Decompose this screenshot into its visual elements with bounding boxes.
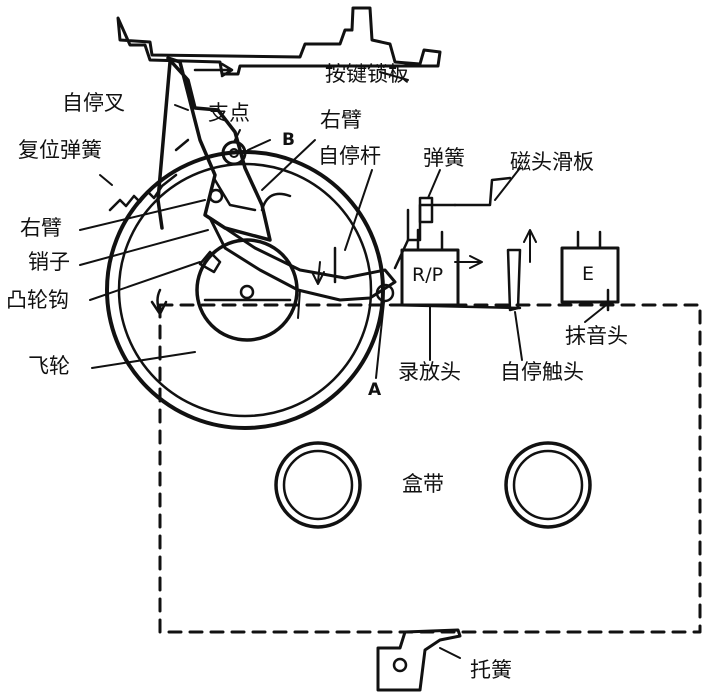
spring-coil [418, 196, 434, 224]
leader-line [89, 261, 201, 301]
leader-line [174, 104, 189, 111]
leader-line [439, 647, 461, 659]
label-reset-spring: 复位弹簧 [18, 138, 102, 162]
pin [208, 188, 224, 204]
label-bracket: 托簧 [470, 658, 512, 682]
label-erase-head: 抹音头 [565, 324, 628, 348]
key-lock-plate-arrow [193, 62, 234, 78]
cassette-outline [158, 303, 702, 634]
reel-left-inner [282, 449, 354, 521]
leader-line [99, 174, 113, 186]
head-slide-plate [453, 176, 512, 207]
leader-line [79, 229, 209, 266]
bracket [376, 628, 462, 692]
leader-line [233, 129, 241, 143]
reel-right-inner [512, 449, 584, 521]
leader-line [584, 305, 606, 323]
leader-line [514, 311, 523, 361]
leader-line [247, 139, 271, 151]
leader-line [344, 169, 373, 251]
label-auto-stop-fork: 自停叉 [62, 91, 125, 115]
label-point-a: A [368, 380, 382, 400]
auto-stop-lever [208, 216, 397, 302]
label-point-b: B [282, 130, 295, 150]
label-right-arm-left: 右臂 [20, 216, 62, 240]
leader-line [91, 351, 196, 369]
label-spring: 弹簧 [423, 146, 465, 170]
label-key-lock-plate: 按键锁板 [325, 62, 409, 86]
label-erase-head-mark: E [582, 263, 595, 285]
reset-spring [108, 173, 178, 212]
point-a-roller [375, 283, 395, 303]
hub-center [239, 284, 255, 300]
reel-right-outer [504, 441, 592, 529]
label-flywheel: 飞轮 [28, 354, 70, 378]
reel-left-outer [274, 441, 362, 529]
label-fulcrum: 支点 [208, 101, 250, 125]
leader-line [427, 169, 441, 199]
cam-hook [198, 250, 222, 274]
label-cassette: 盒带 [402, 472, 444, 496]
label-rec-play-head: 录放头 [398, 360, 461, 384]
label-head-slide-plate: 磁头滑板 [510, 150, 594, 174]
label-right-arm-top: 右臂 [320, 108, 362, 132]
label-cam-hook: 凸轮钩 [6, 288, 69, 312]
leader-line [79, 199, 206, 231]
label-auto-stop-contact: 自停触头 [500, 360, 584, 384]
leader-line [375, 301, 385, 379]
auto-stop-contact [506, 248, 522, 312]
auto-stop-fork [166, 56, 272, 242]
label-rp-head: R/P [412, 264, 444, 286]
leader-line [261, 139, 316, 191]
label-auto-stop-lever: 自停杆 [318, 144, 381, 168]
key-lock-plate [116, 6, 442, 76]
leader-line [379, 71, 409, 81]
leader-line [494, 167, 521, 201]
label-pin: 销子 [28, 250, 70, 274]
